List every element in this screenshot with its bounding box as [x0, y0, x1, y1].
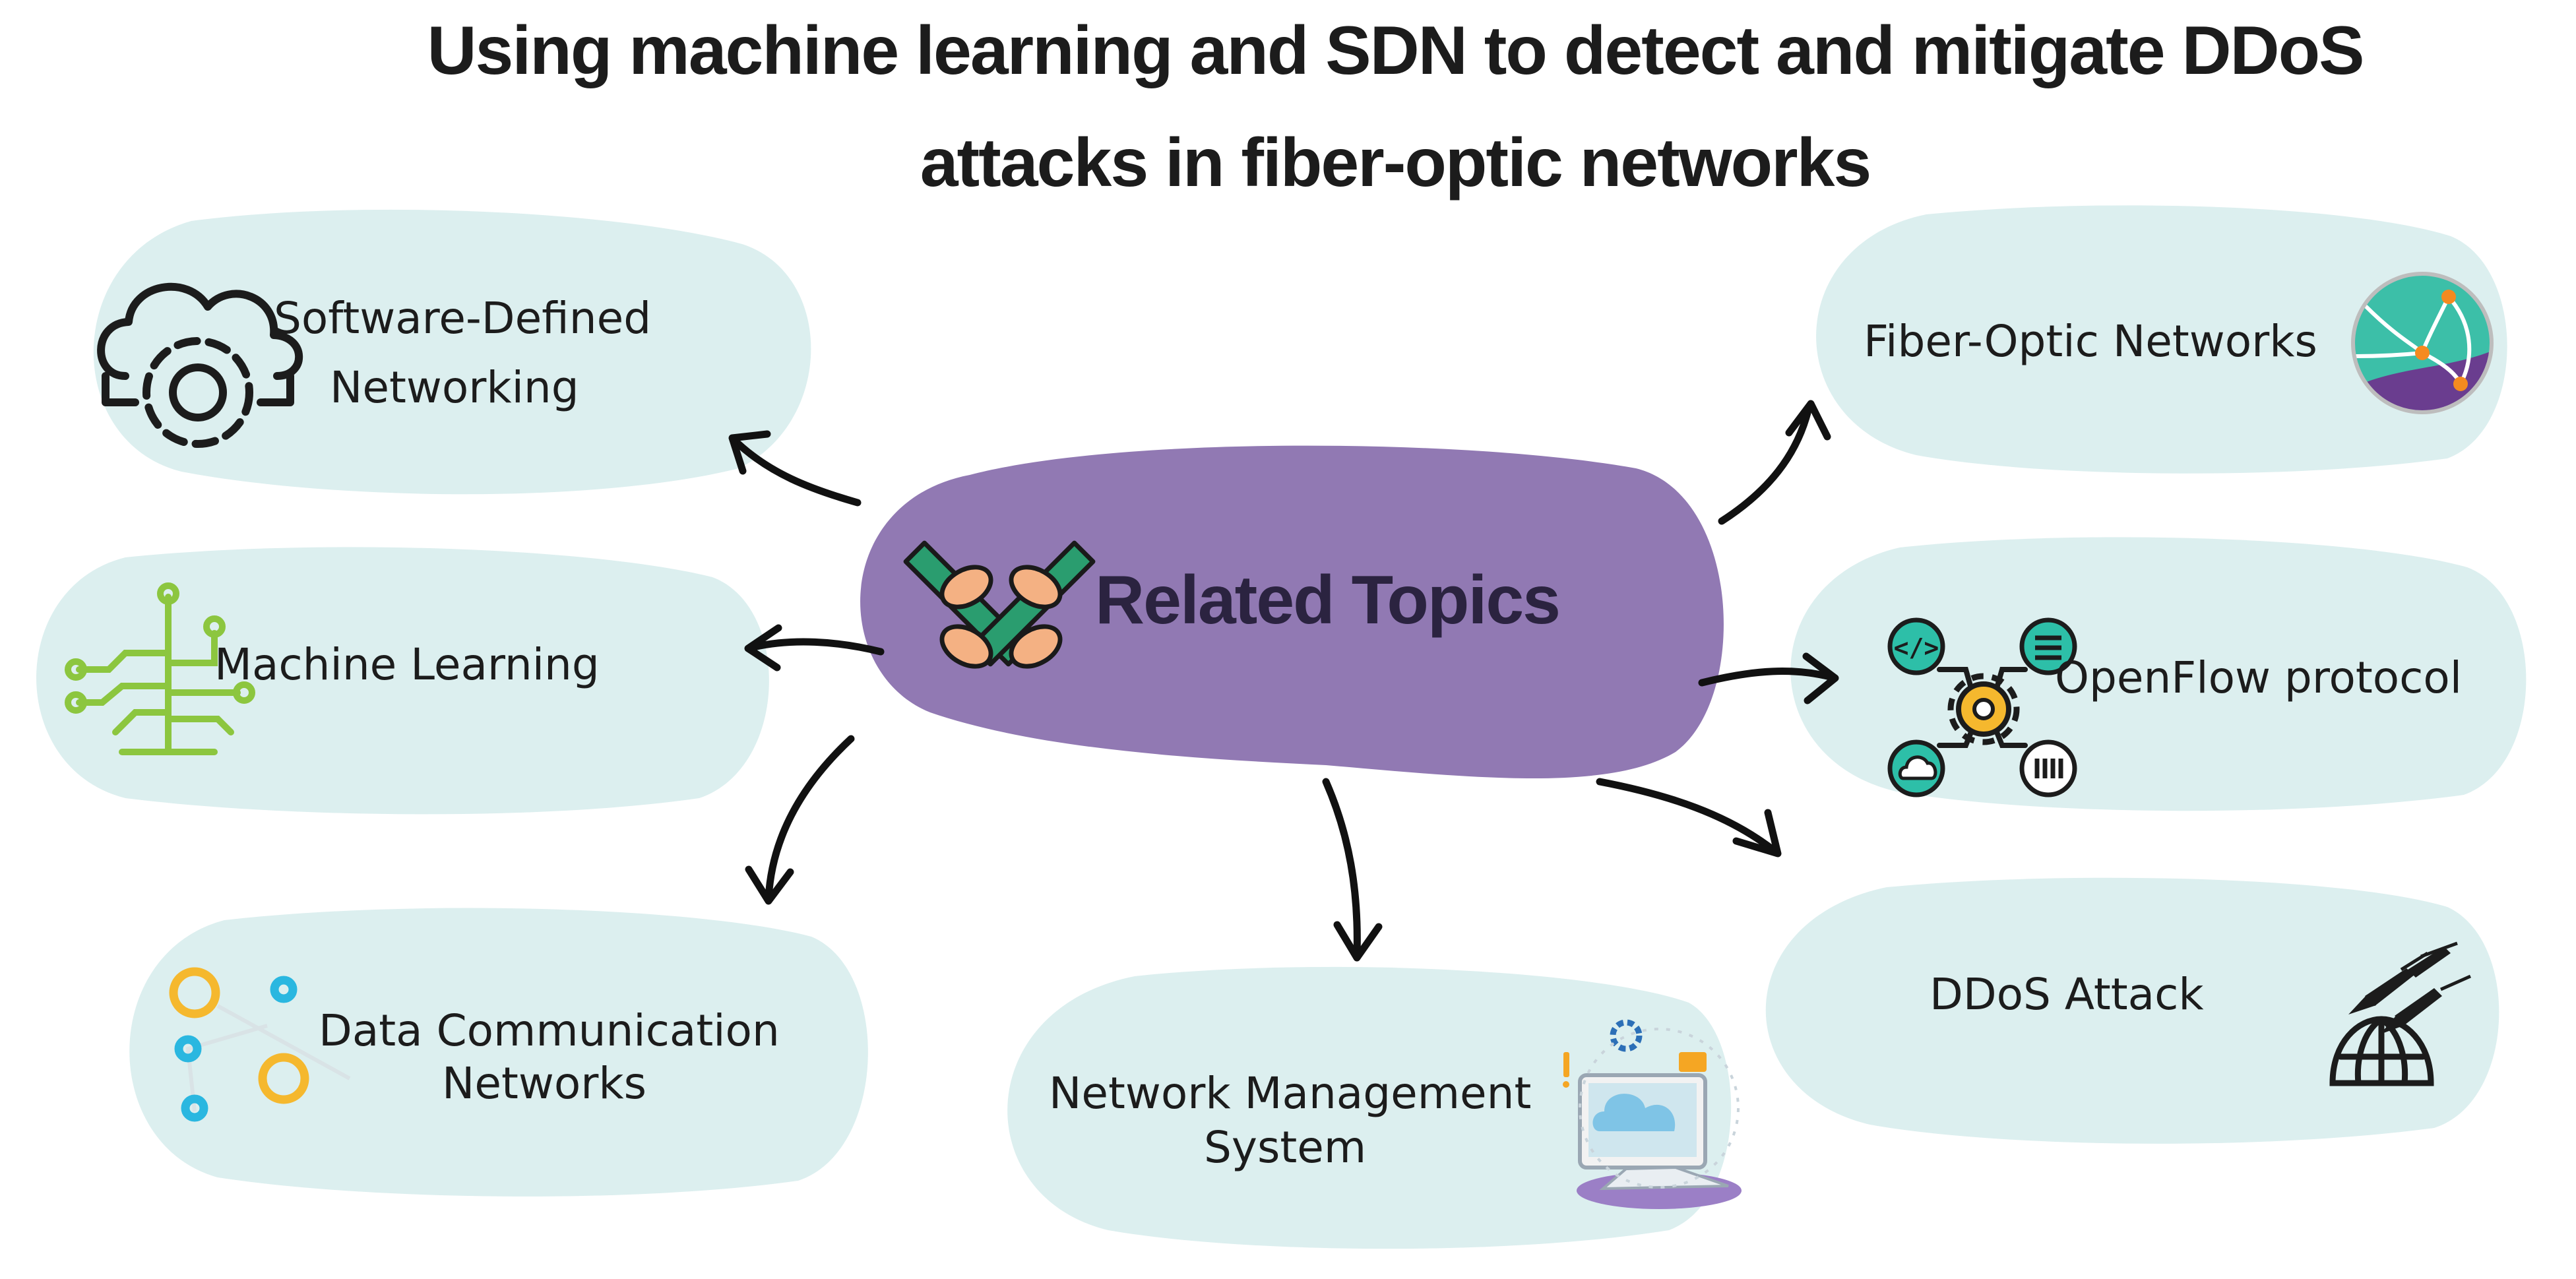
connected-dots-icon	[169, 967, 351, 1122]
sdn-label-line-1: Software-Defined	[274, 293, 651, 344]
bubble-fiber	[1816, 205, 2507, 474]
title-line-1: Using machine learning and SDN to detect…	[427, 13, 2363, 89]
network-hub-gear-icon: </>	[1887, 617, 2077, 797]
title-line-2: attacks in fiber-optic networks	[920, 125, 1871, 201]
cloud-gear-icon	[97, 282, 303, 448]
ddos-label: DDoS Attack	[1930, 969, 2204, 1020]
arrow-to-sdn	[728, 430, 862, 507]
cloud-computer-icon	[1563, 1019, 1742, 1209]
arrow-to-ddos	[1596, 778, 1782, 858]
arrow-to-ml	[744, 624, 885, 671]
bubble-ml	[36, 547, 769, 815]
openflow-label: OpenFlow protocol	[2055, 652, 2462, 703]
fiber-label: Fiber-Optic Networks	[1864, 316, 2317, 367]
bubble-nms	[1007, 966, 1732, 1249]
teamwork-hands-icon	[903, 540, 1096, 669]
bubble-ddos	[1765, 877, 2499, 1144]
nms-label-line-2: System	[1204, 1122, 1366, 1173]
arrow-to-dcn	[745, 735, 855, 905]
bubble-openflow	[1790, 537, 2527, 811]
ml-label: Machine Learning	[214, 639, 600, 690]
network-globe-icon	[2351, 272, 2494, 414]
center-bubble	[860, 445, 1724, 778]
circuit-tree-icon	[65, 582, 255, 755]
sdn-label-line-2: Networking	[330, 362, 579, 413]
dcn-label-line-1: Data Communication	[319, 1005, 780, 1056]
missiles-globe-icon	[2329, 941, 2472, 1086]
bubble-dcn	[129, 908, 868, 1197]
center-label: Related Topics	[1095, 562, 1559, 639]
arrow-to-nms	[1322, 778, 1383, 962]
bubble-sdn	[93, 209, 811, 495]
nms-label-line-1: Network Management	[1049, 1068, 1531, 1119]
dcn-label-line-2: Networks	[442, 1058, 646, 1109]
svg-text:</>: </>	[1894, 633, 1939, 662]
arrow-to-openflow	[1698, 652, 1839, 704]
arrow-to-fiber	[1718, 400, 1831, 525]
